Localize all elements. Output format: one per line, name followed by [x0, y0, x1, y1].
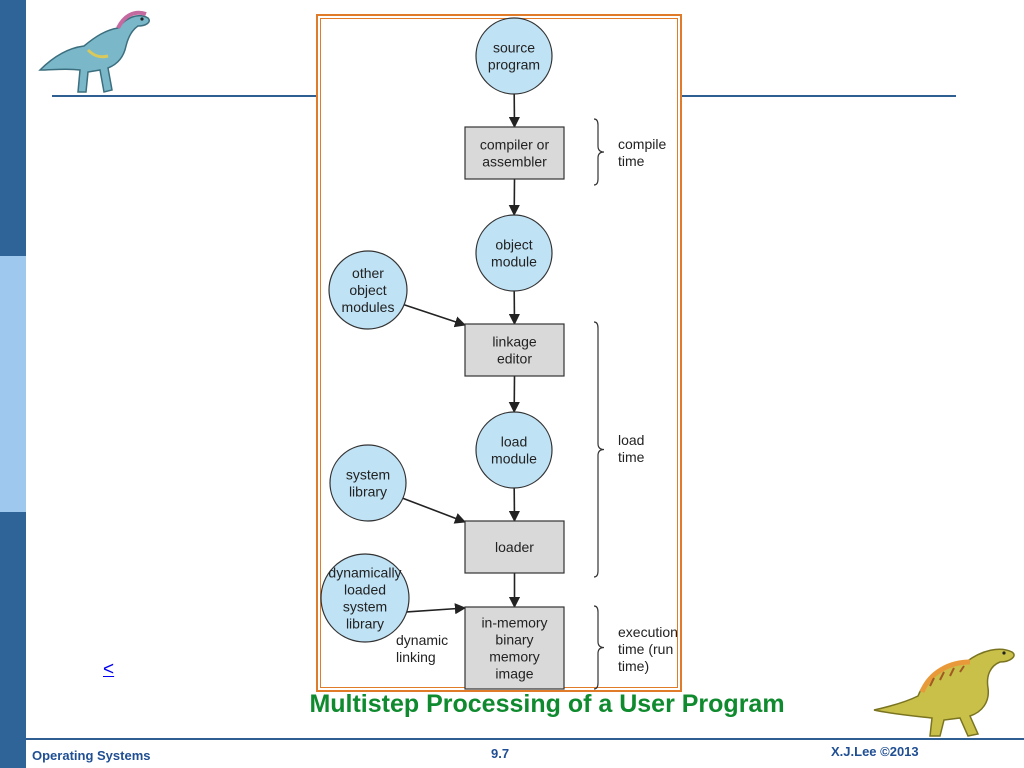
node-object-label: module	[491, 254, 537, 270]
edge-syslib-to-loader	[402, 497, 467, 524]
diagram-labels: dynamiclinkingcompiletimeloadtimeexecuti…	[396, 118, 678, 690]
node-load-shape	[475, 411, 553, 489]
node-loader-label: loader	[495, 539, 534, 555]
node-linkage-label: linkage	[492, 334, 537, 350]
footer-course-name: Operating Systems	[32, 748, 151, 763]
node-dynlib-label: loaded	[344, 582, 386, 598]
phase-label-compile: compile	[618, 136, 666, 152]
edge-dynlib-to-memory	[406, 603, 467, 615]
left-accent-bar	[0, 0, 26, 768]
node-other-shape	[328, 250, 408, 330]
node-syslib-label: library	[349, 484, 387, 500]
phase-label-execution: time (run	[618, 641, 673, 657]
edge-other-to-linkage	[403, 304, 467, 328]
node-memory-label: image	[495, 666, 533, 682]
dinosaur-mascot-icon	[873, 648, 1015, 737]
node-object-label: object	[495, 237, 532, 253]
edge-label-dynamic-linking: linking	[396, 649, 436, 665]
phase-label-load: load	[618, 432, 644, 448]
node-memory-label: in-memory	[481, 615, 547, 631]
node-source-label: source	[493, 40, 535, 56]
node-dynlib-label: system	[343, 599, 387, 615]
node-linkage-label: editor	[497, 351, 532, 367]
node-compiler-shape	[464, 126, 565, 180]
node-loader: loader	[464, 520, 565, 574]
node-other-label: object	[349, 282, 386, 298]
node-load-label: load	[501, 434, 527, 450]
footer-slide-number: 9.7	[491, 746, 510, 761]
diagram-edges	[402, 93, 521, 615]
node-linkage-shape	[464, 323, 565, 377]
node-syslib-shape	[329, 444, 407, 522]
node-source-label: program	[488, 57, 540, 73]
phase-label-execution: execution	[618, 624, 678, 640]
node-other-label: other	[352, 265, 384, 281]
node-syslib-label: system	[346, 467, 390, 483]
node-source-shape	[475, 17, 553, 95]
phase-label-execution: time)	[618, 658, 649, 674]
node-loader-shape	[464, 520, 565, 574]
node-dynlib-shape	[320, 553, 410, 643]
node-other-label: modules	[342, 299, 395, 315]
node-load-label: module	[491, 451, 537, 467]
node-object-shape	[475, 214, 553, 292]
edge-label-dynamic-linking: dynamic	[396, 632, 448, 648]
footer-rule	[26, 738, 1024, 740]
slide-title: Multistep Processing of a User Program	[309, 690, 785, 718]
phase-brace-compile	[593, 118, 605, 186]
dinosaur-mascot-icon	[38, 10, 150, 93]
node-memory-shape	[464, 606, 565, 690]
node-compiler-label: compiler or	[480, 137, 550, 153]
node-dynlib-label: dynamically	[328, 565, 401, 581]
node-dynlib-label: library	[346, 616, 384, 632]
node-memory-label: memory	[489, 649, 540, 665]
phase-brace-execution	[593, 605, 605, 690]
phase-label-load: time	[618, 449, 645, 465]
phase-label-compile: time	[618, 153, 645, 169]
node-memory-label: binary	[495, 632, 533, 648]
footer-copyright: X.J.Lee ©2013	[831, 744, 919, 759]
phase-brace-load	[593, 321, 605, 578]
left-accent-bar-highlight	[0, 256, 26, 512]
previous-slide-link[interactable]: <	[103, 659, 115, 680]
node-compiler-label: assembler	[482, 154, 547, 170]
